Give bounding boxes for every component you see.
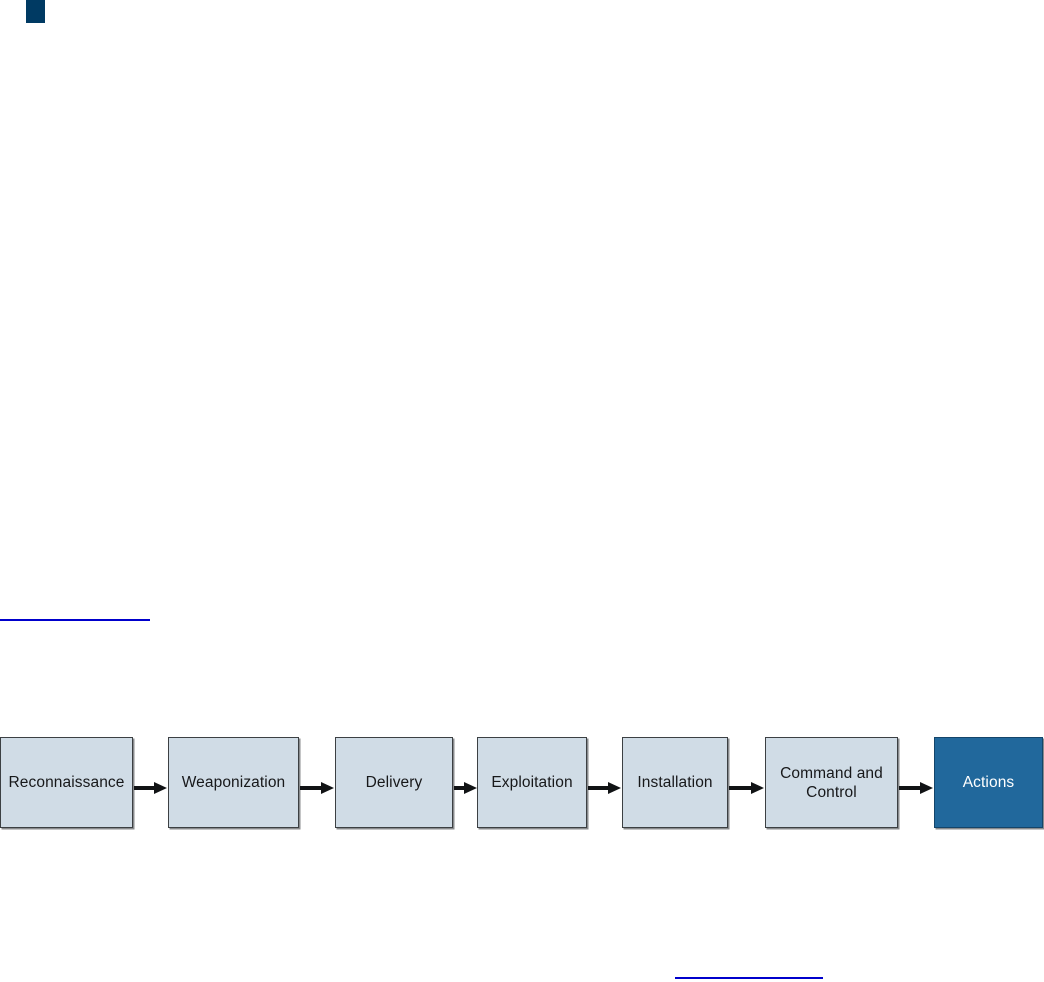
stage-label: Installation bbox=[637, 774, 713, 791]
arrow-icon-3 bbox=[454, 782, 477, 794]
stage-box-delivery[interactable]: Delivery bbox=[335, 737, 453, 828]
stage-label: Weaponization bbox=[181, 774, 286, 791]
navy-square-marker bbox=[26, 0, 45, 23]
stage-label: Command and Control bbox=[780, 764, 883, 801]
hyperlink-left[interactable] bbox=[0, 619, 150, 621]
stage-box-actions[interactable]: Actions bbox=[934, 737, 1043, 828]
stage-box-exploitation[interactable]: Exploitation bbox=[477, 737, 587, 828]
stage-label: Exploitation bbox=[491, 774, 573, 791]
hyperlink-bottom-right[interactable] bbox=[675, 977, 823, 979]
stage-label: Actions bbox=[962, 774, 1015, 791]
stage-label: Reconnaissance bbox=[8, 774, 125, 791]
arrow-icon-6 bbox=[899, 782, 933, 794]
stage-box-reconnaissance[interactable]: Reconnaissance bbox=[0, 737, 133, 828]
kill-chain-diagram: Reconnaissance Weaponization Delivery Ex… bbox=[0, 737, 1044, 829]
arrow-icon-1 bbox=[134, 782, 167, 794]
arrow-icon-2 bbox=[300, 782, 334, 794]
stage-box-weaponization[interactable]: Weaponization bbox=[168, 737, 299, 828]
arrow-icon-5 bbox=[729, 782, 764, 794]
arrow-icon-4 bbox=[588, 782, 621, 794]
stage-box-command-and-control[interactable]: Command and Control bbox=[765, 737, 898, 828]
stage-label: Delivery bbox=[365, 774, 423, 791]
stage-box-installation[interactable]: Installation bbox=[622, 737, 728, 828]
